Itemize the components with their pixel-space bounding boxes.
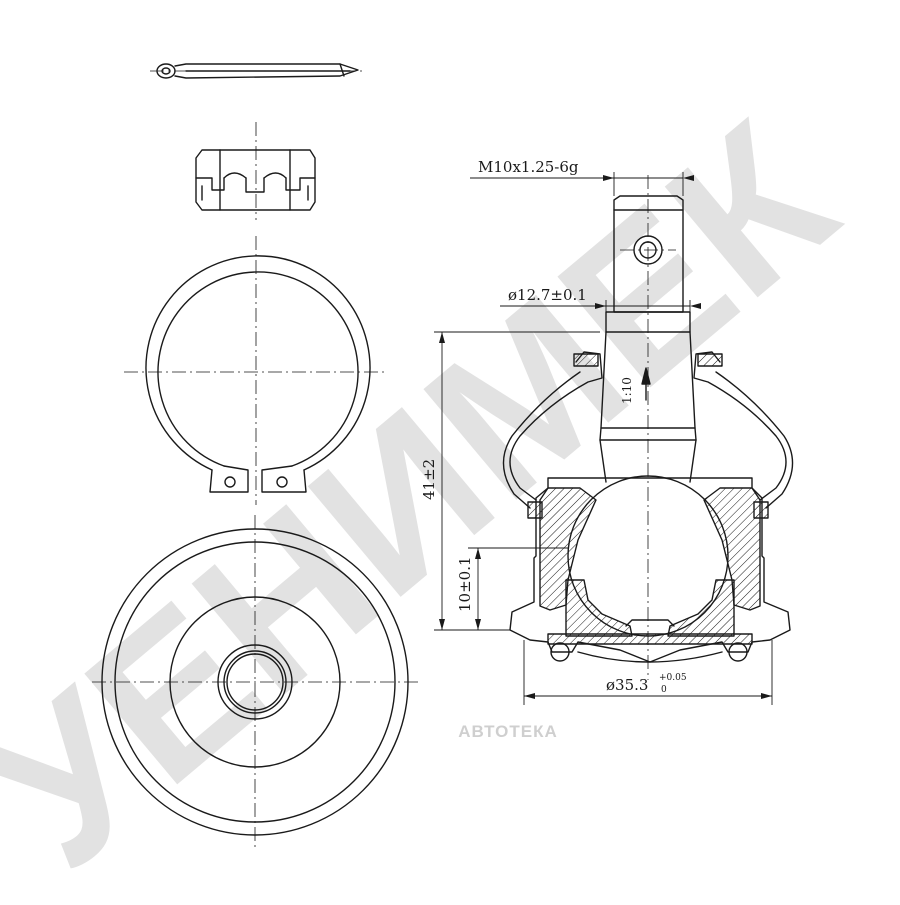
dimension-lines — [434, 172, 773, 705]
housing-diameter-label: ø35.3 — [606, 676, 648, 694]
center-lines — [92, 70, 676, 850]
section-view — [502, 195, 794, 663]
ball-height-label: 10±0.1 — [456, 556, 474, 612]
castle-nut — [195, 149, 316, 211]
shank-diameter-label: ø12.7±0.1 — [508, 286, 587, 304]
housing — [509, 477, 791, 663]
bearing-right — [667, 579, 735, 637]
thread-label: M10x1.25-6g — [478, 158, 579, 176]
dimension-labels: M10x1.25-6g ø12.7±0.1 1:10 41±2 10±0.1 ø… — [420, 158, 687, 695]
watermark-caption: АВТОТЕКА — [458, 722, 557, 741]
housing-tol-upper: +0.05 — [659, 673, 687, 683]
bearing-left — [565, 579, 633, 637]
boot-left — [509, 351, 603, 501]
housing-tol-lower: 0 — [661, 685, 667, 695]
taper-label: 1:10 — [620, 377, 634, 404]
retaining-ring — [145, 255, 371, 493]
height-label: 41±2 — [420, 459, 438, 500]
bottom-plate — [547, 633, 753, 645]
boot-right — [693, 351, 787, 501]
arrow-heads — [439, 175, 772, 699]
